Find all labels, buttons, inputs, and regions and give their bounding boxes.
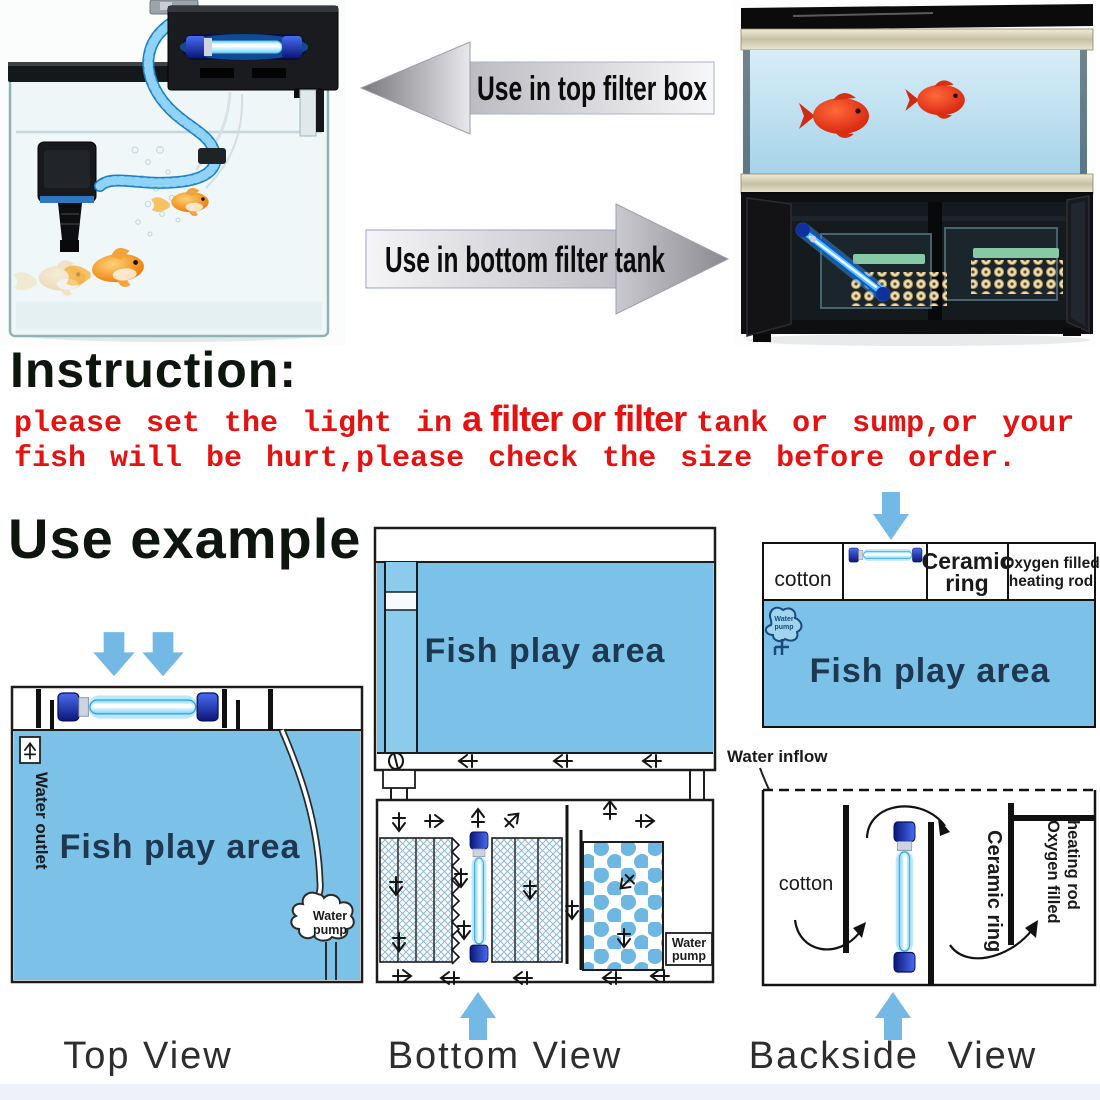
aquarium-display-tank <box>740 4 1094 196</box>
blue-hose <box>94 6 226 192</box>
water-outlet-label: Water outlet <box>32 772 51 870</box>
uv-lamp-icon <box>180 34 308 60</box>
photo-bottom-filter-tank <box>733 2 1098 346</box>
filter-mat <box>853 254 925 264</box>
caption-backside-view: Backside View <box>749 1035 1037 1077</box>
water-pump-label: pump <box>672 949 706 963</box>
cotton-label: cotton <box>774 568 831 591</box>
water-area <box>762 599 1096 728</box>
water-pump-label: pump <box>774 624 793 631</box>
ceramic-ring-label: Ceramic <box>922 548 1013 574</box>
water-pump-icon: Water pump <box>665 932 713 966</box>
filter-pad <box>491 837 563 963</box>
heating-rod-label: Oxygen filled <box>1002 555 1099 572</box>
down-arrow-icon <box>873 492 909 540</box>
cotton-label: cotton <box>779 873 833 895</box>
water-pump-icon: Water pump <box>765 606 803 655</box>
diagram-top-view: Water outlet Fish play area Water pump T… <box>10 632 364 1077</box>
water-pump-label: Water <box>672 936 706 950</box>
up-arrow-icon <box>460 992 496 1040</box>
warning-segment-sans: a filter or filter <box>462 398 687 439</box>
down-arrow-icon <box>142 632 184 677</box>
caption-top-view: Top View <box>63 1035 233 1077</box>
aquarium-tank <box>8 62 334 338</box>
uv-lamp-icon <box>795 222 891 302</box>
flow-curves <box>793 805 1033 960</box>
arrow-left-icon <box>359 41 471 135</box>
instruction-warning-line2: fish will be hurt,please check the size … <box>14 442 1017 476</box>
photo-top-filter-box <box>0 0 345 345</box>
warning-segment-mono: please set the light in <box>14 407 453 441</box>
diagram-backside-view: cotton Ceramic ring Oxygen filled heatin… <box>727 492 1100 1077</box>
caption-bottom-view: Bottom View <box>388 1035 623 1077</box>
water-area <box>377 562 713 753</box>
heating-rod-label: Oxygen filled <box>1044 820 1062 924</box>
water-pump <box>37 141 97 252</box>
baffle <box>843 805 849 953</box>
callout-top-label: Use in top filter box <box>477 70 707 108</box>
diagram-bottom-view: Fish play area <box>373 526 717 1077</box>
baffle <box>928 822 934 985</box>
water-pump-label: Water <box>774 616 793 623</box>
callout-arrow-top: Use in top filter box <box>359 41 715 135</box>
water-pump-label: pump <box>313 923 347 937</box>
ceramic-ring-label: Ceramic ring <box>983 830 1005 952</box>
fish-play-area-label: Fish play area <box>810 652 1051 690</box>
arrowhead <box>853 922 866 938</box>
instruction-heading: Instruction: <box>10 342 297 398</box>
heating-rod-label: heating rod <box>1064 820 1082 910</box>
callout-bottom-label: Use in bottom filter tank <box>385 239 666 280</box>
fish-play-area-label: Fish play area <box>60 828 301 866</box>
water-pump-icon: Water pump <box>290 891 355 980</box>
pad-zigzag-edge <box>450 837 461 965</box>
filter-strip: cotton Ceramic ring Oxygen filled heatin… <box>762 542 1100 601</box>
water-area <box>14 730 360 980</box>
water-pump-label: Water <box>313 909 347 923</box>
filter-mat <box>973 248 1059 258</box>
heating-rod-label: heating rod <box>1009 573 1093 590</box>
cell-heating-rod <box>1007 542 1096 601</box>
baffle <box>1008 803 1014 945</box>
overflow-column <box>385 562 417 753</box>
use-example-diagrams: Water outlet Fish play area Water pump T… <box>0 492 1100 1100</box>
cabinet-door-left <box>746 197 792 337</box>
bio-media <box>582 841 664 971</box>
arrow-right-icon <box>615 203 730 315</box>
instruction-warning-line1: please set the light in a filter or filt… <box>14 398 1074 441</box>
water-inflow-label: Water inflow <box>727 747 828 766</box>
filter-cabinet <box>741 194 1093 342</box>
up-arrow-icon <box>875 992 911 1040</box>
floor-shadow <box>746 334 1090 346</box>
callout-box <box>467 61 715 115</box>
callout-arrow-bottom: Use in bottom filter tank <box>365 203 730 315</box>
airline-tube <box>194 91 244 189</box>
baffle-shelf <box>1008 815 1095 821</box>
valve-icon <box>388 752 404 770</box>
arrowhead <box>938 818 950 836</box>
down-arrow-icon <box>93 632 135 677</box>
top-filter-box <box>149 0 339 137</box>
warning-segment-mono: tank or sump,or your <box>696 407 1075 441</box>
footer-band <box>0 1084 1100 1100</box>
ceramic-ring-label: ring <box>945 570 988 596</box>
arrowhead <box>1025 920 1038 938</box>
callout-box <box>365 229 617 289</box>
fish-play-area-label: Fish play area <box>425 632 666 670</box>
door-glass <box>1071 201 1085 326</box>
ceramic-rings <box>971 260 1063 294</box>
use-example-heading: Use example <box>8 507 362 570</box>
